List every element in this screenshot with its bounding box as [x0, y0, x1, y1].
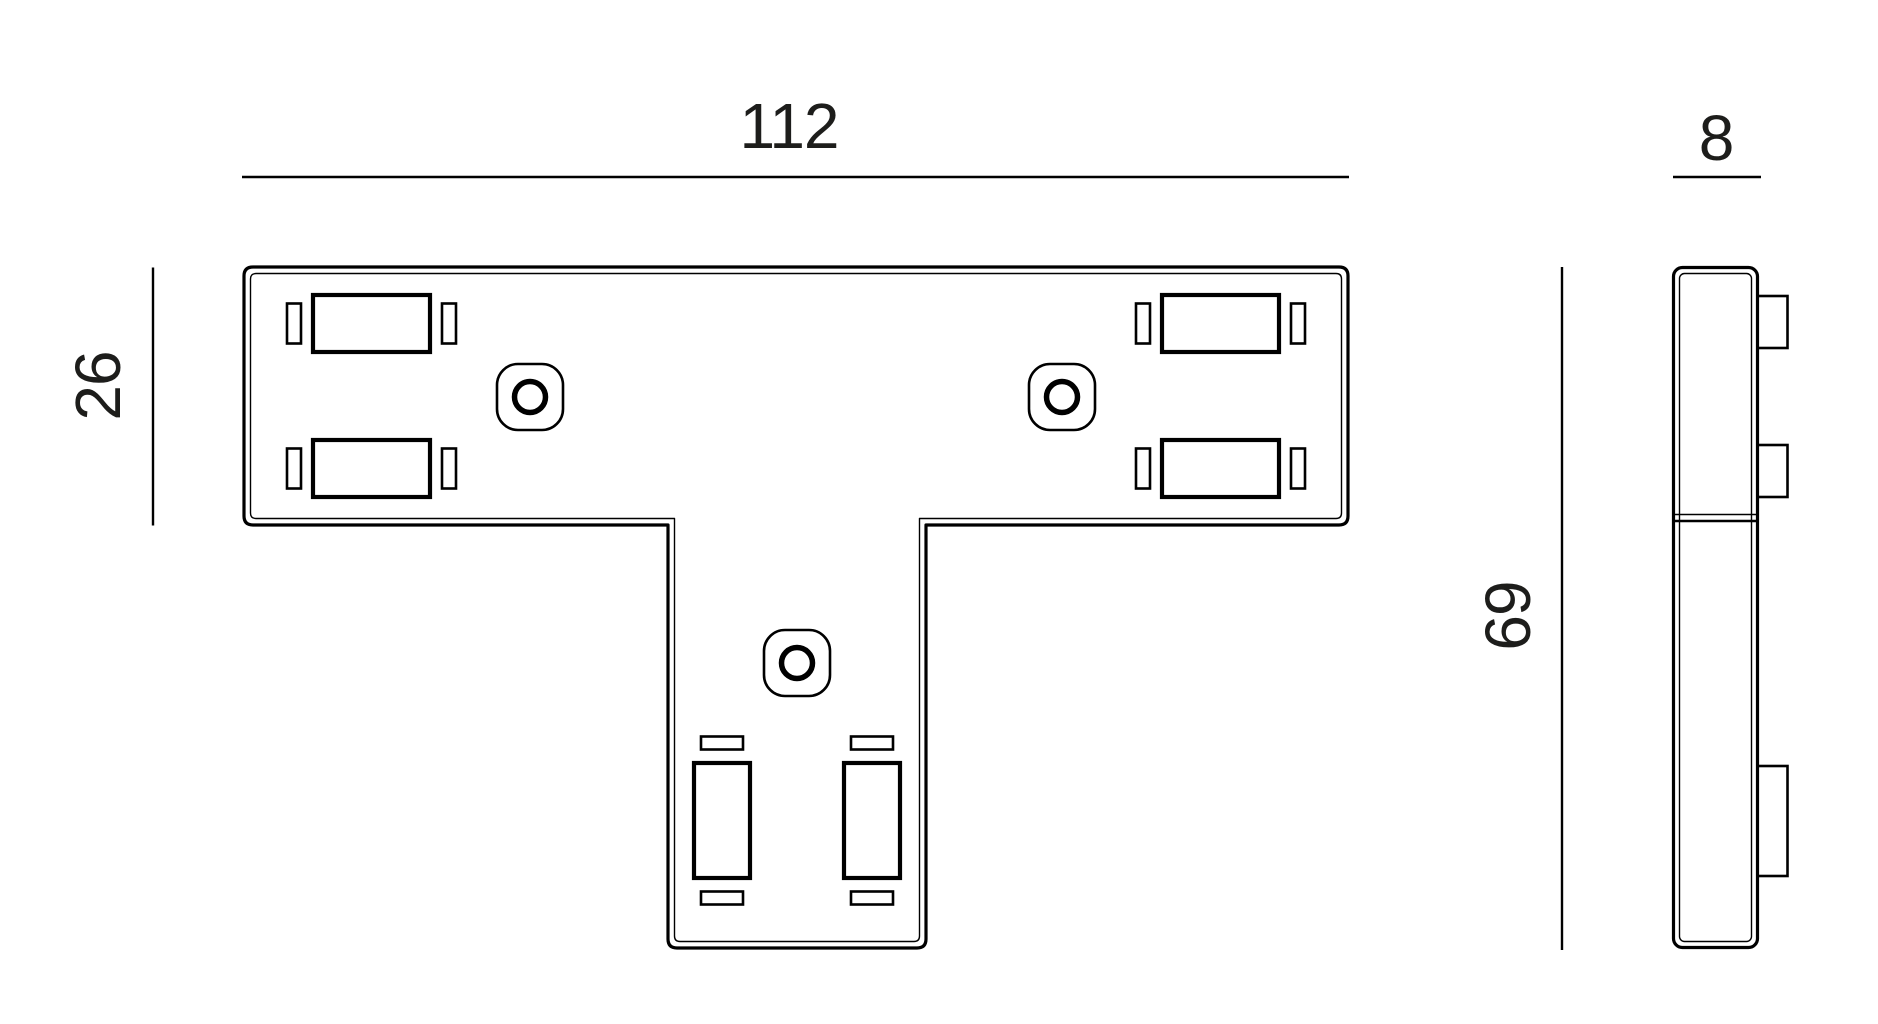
slot-group-stem-left	[694, 737, 750, 905]
front-view	[242, 265, 1350, 950]
screw-hole-stem	[764, 630, 830, 696]
dimension-label-front-width: 112	[739, 90, 838, 162]
slot-group-bottom-right	[1136, 440, 1305, 497]
dimension-side-height: 69	[1472, 267, 1564, 950]
slot-group-top-left	[287, 295, 456, 352]
front-outline-inner	[249, 272, 1343, 943]
dimension-side-thickness: 8	[1673, 102, 1761, 179]
slot-group-top-right	[1136, 295, 1305, 352]
dimension-label-side-thickness: 8	[1699, 102, 1734, 174]
dimension-label-front-bar-height: 26	[62, 351, 134, 420]
slot-group-stem-right	[844, 737, 900, 905]
side-tab-upper-2	[1756, 443, 1789, 499]
slot-group-bottom-left	[287, 440, 456, 497]
side-tab-upper-1	[1756, 294, 1789, 350]
side-tab-lower	[1756, 764, 1789, 878]
screw-hole-right	[1029, 364, 1095, 430]
front-outline	[242, 265, 1350, 950]
dimension-front-bar-height: 26	[62, 267, 155, 526]
dimension-label-side-height: 69	[1472, 581, 1544, 650]
screw-hole-left	[497, 364, 563, 430]
dimension-front-width: 112	[242, 90, 1349, 179]
side-body-inner-line	[1678, 272, 1753, 943]
side-view	[1671, 265, 1789, 950]
side-body-outline	[1671, 265, 1760, 950]
